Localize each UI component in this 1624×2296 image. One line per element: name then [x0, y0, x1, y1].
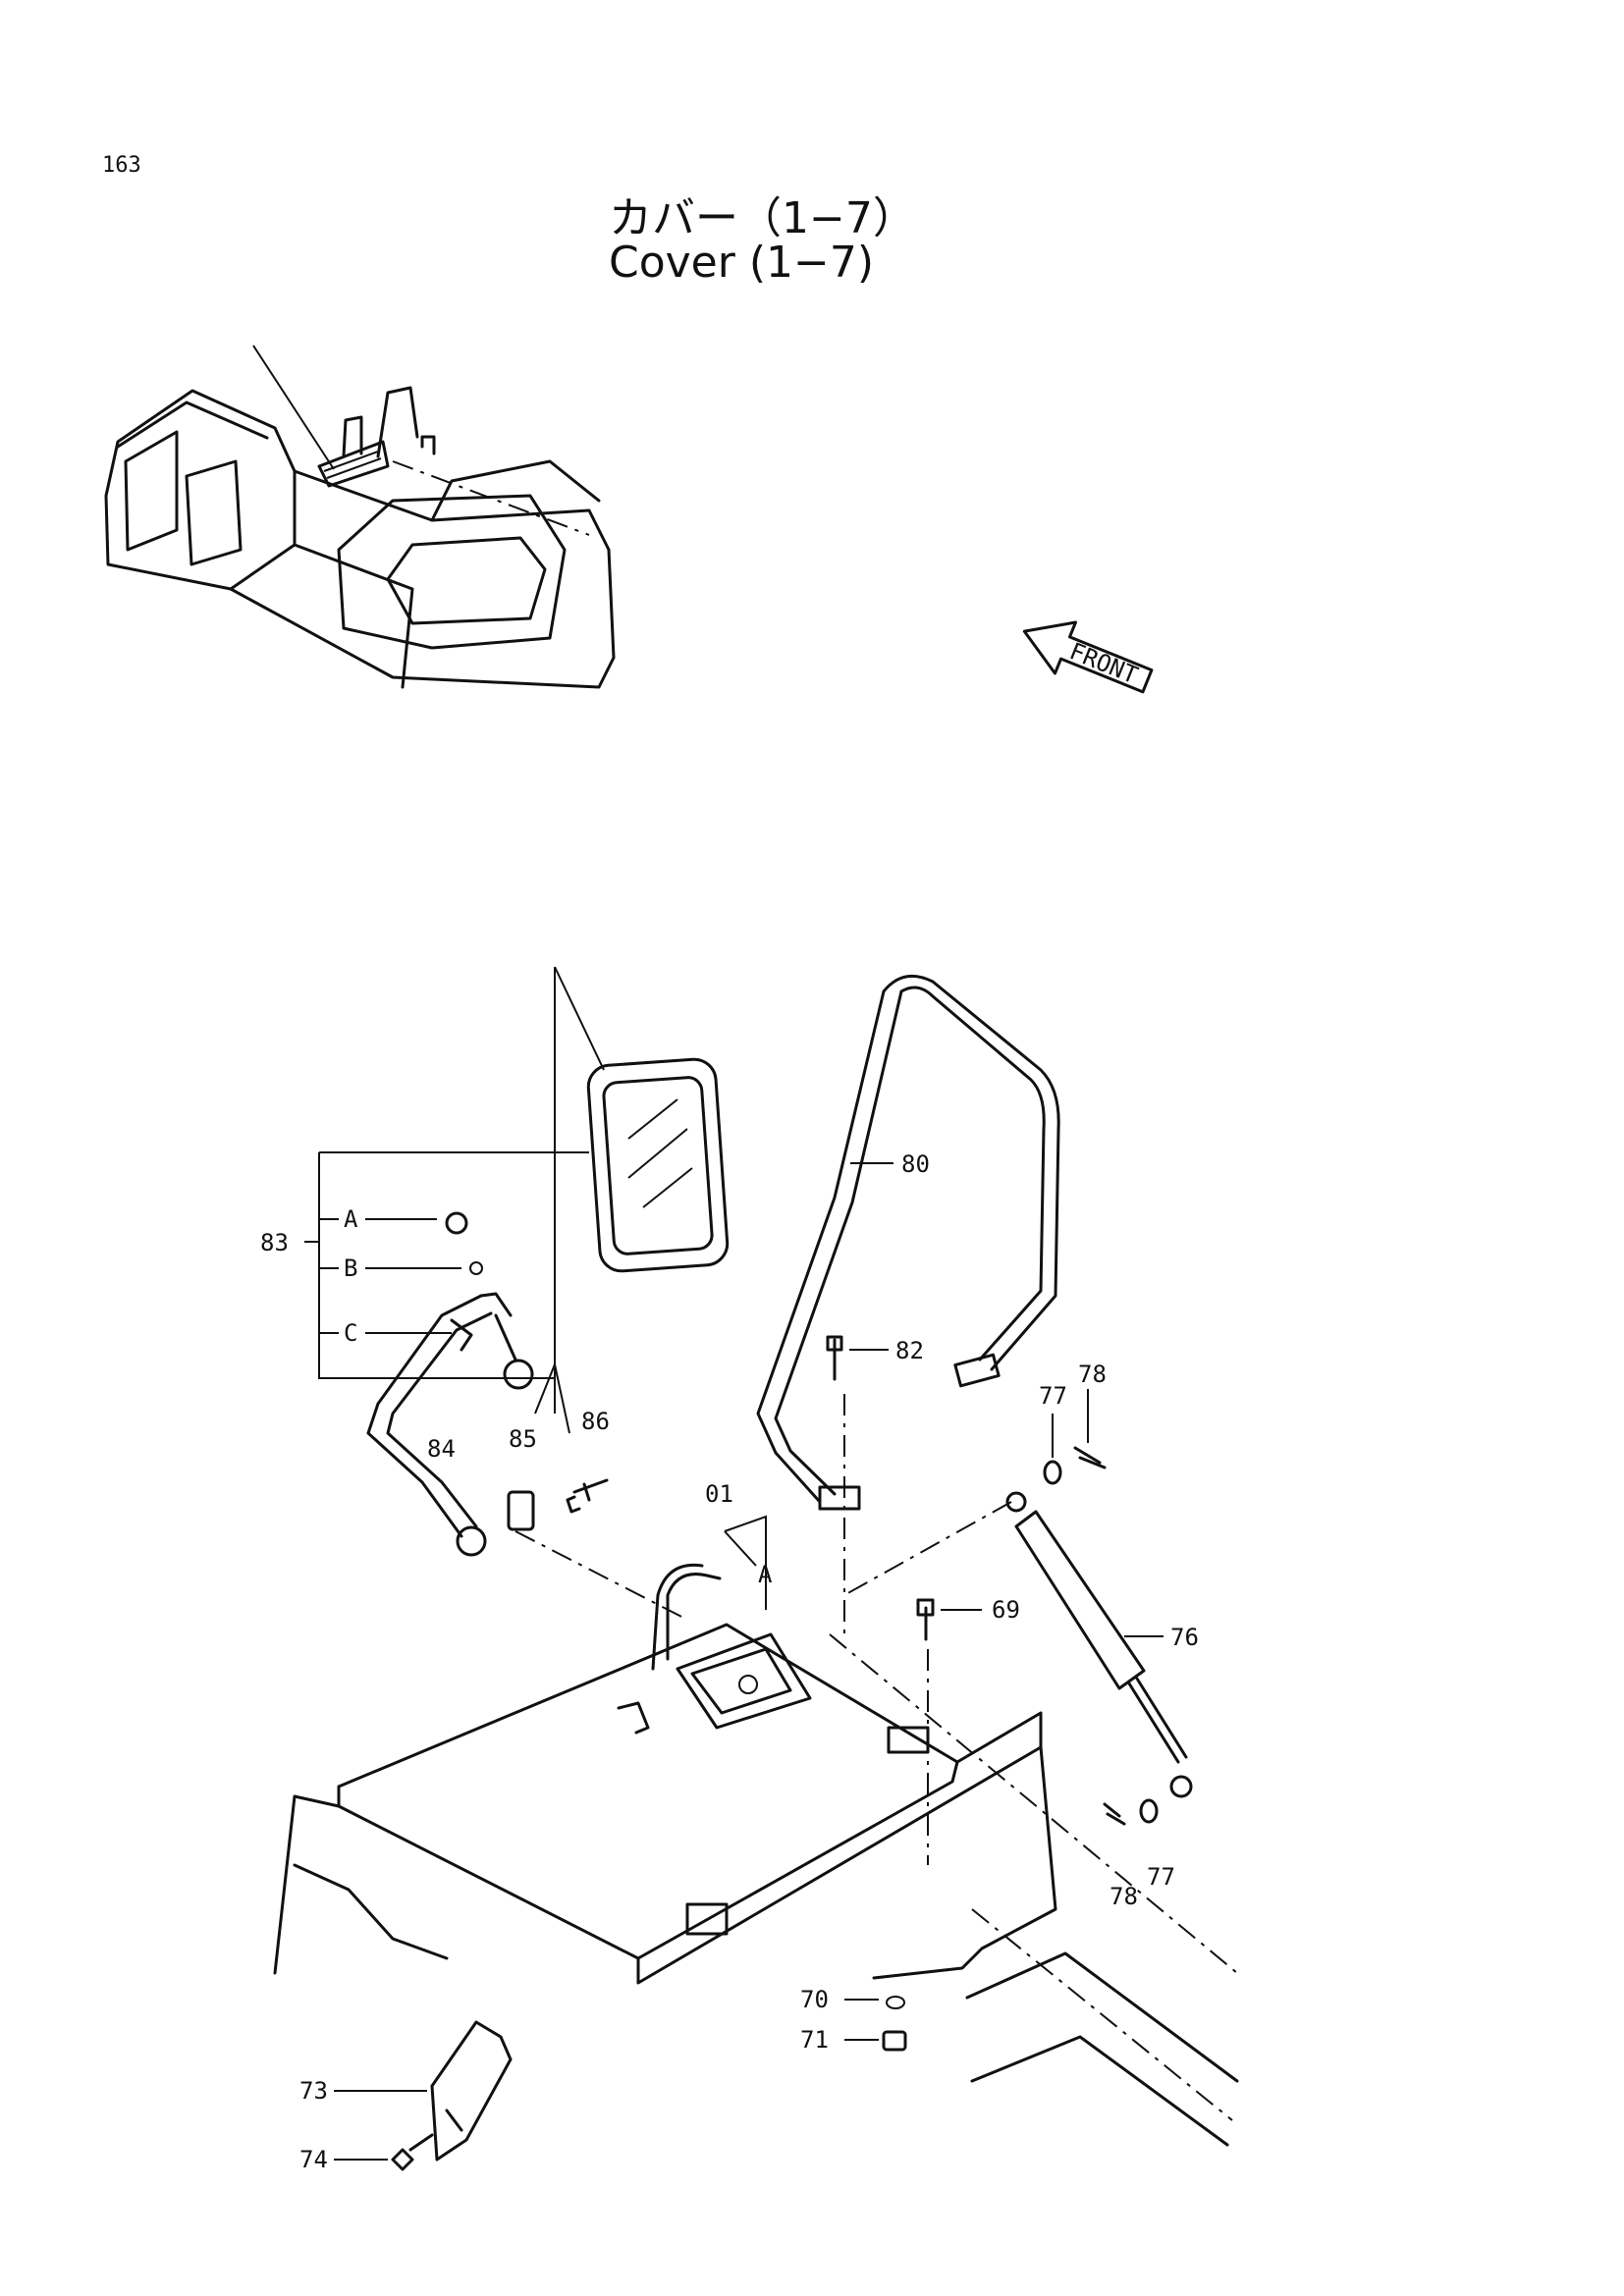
washer-77-top-icon [1043, 1460, 1062, 1485]
mirror-leader [554, 966, 605, 1071]
callout-sub-b: B [344, 1255, 357, 1282]
hinge-bracket-85 [507, 1490, 535, 1531]
callout-84: 84 [427, 1435, 456, 1463]
callout-sub-a-cover: A [758, 1561, 773, 1588]
callout-70: 70 [800, 1986, 829, 2013]
title-japanese: カバー（1−7） [609, 193, 916, 243]
callout-74: 74 [299, 2146, 328, 2173]
callout-sub-c: C [344, 1319, 357, 1347]
washer-70-icon [886, 1996, 905, 2009]
callout-69: 69 [992, 1596, 1020, 1624]
callout-71: 71 [800, 2026, 829, 2054]
callout-83: 83 [260, 1229, 289, 1256]
bolt-69-icon [916, 1598, 935, 1641]
callout-73: 73 [299, 2077, 328, 2105]
page-number: 163 [102, 153, 141, 178]
cover-panel [337, 1563, 959, 1960]
bolt-86-icon [566, 1478, 609, 1514]
mirror-arm [366, 1292, 534, 1557]
callout-86: 86 [581, 1408, 610, 1435]
callout-01: 01 [705, 1480, 733, 1508]
callout-83-bracket [304, 1151, 589, 1379]
title-english: Cover (1−7) [609, 238, 875, 288]
callout-sub-a: A [344, 1205, 358, 1233]
nut-71-icon [882, 2030, 907, 2052]
callout-85: 85 [509, 1425, 537, 1453]
excavator-overview [104, 345, 616, 689]
callout-77-top: 77 [1039, 1382, 1067, 1410]
pin-78-top-icon [1073, 1446, 1107, 1469]
bracket-73 [430, 2020, 513, 2162]
callout-80: 80 [901, 1150, 930, 1178]
mirror [586, 1057, 730, 1273]
callout-78-top: 78 [1078, 1361, 1107, 1388]
gas-spring [1005, 1491, 1193, 1826]
front-arrow-icon: FRONT [1022, 620, 1154, 694]
machine-body [273, 1633, 1239, 2147]
callout-76: 76 [1170, 1624, 1199, 1651]
callout-82: 82 [895, 1337, 924, 1364]
callout-77-bottom: 77 [1147, 1863, 1175, 1891]
bolt-74-icon [391, 2133, 434, 2171]
front-arrow-label: FRONT [1065, 637, 1141, 689]
bolt-82-icon [826, 1335, 843, 1381]
washer-icon [469, 1261, 483, 1275]
handrail [756, 974, 1060, 1511]
callout-78-bottom: 78 [1110, 1883, 1138, 1910]
nut-icon [445, 1211, 468, 1235]
